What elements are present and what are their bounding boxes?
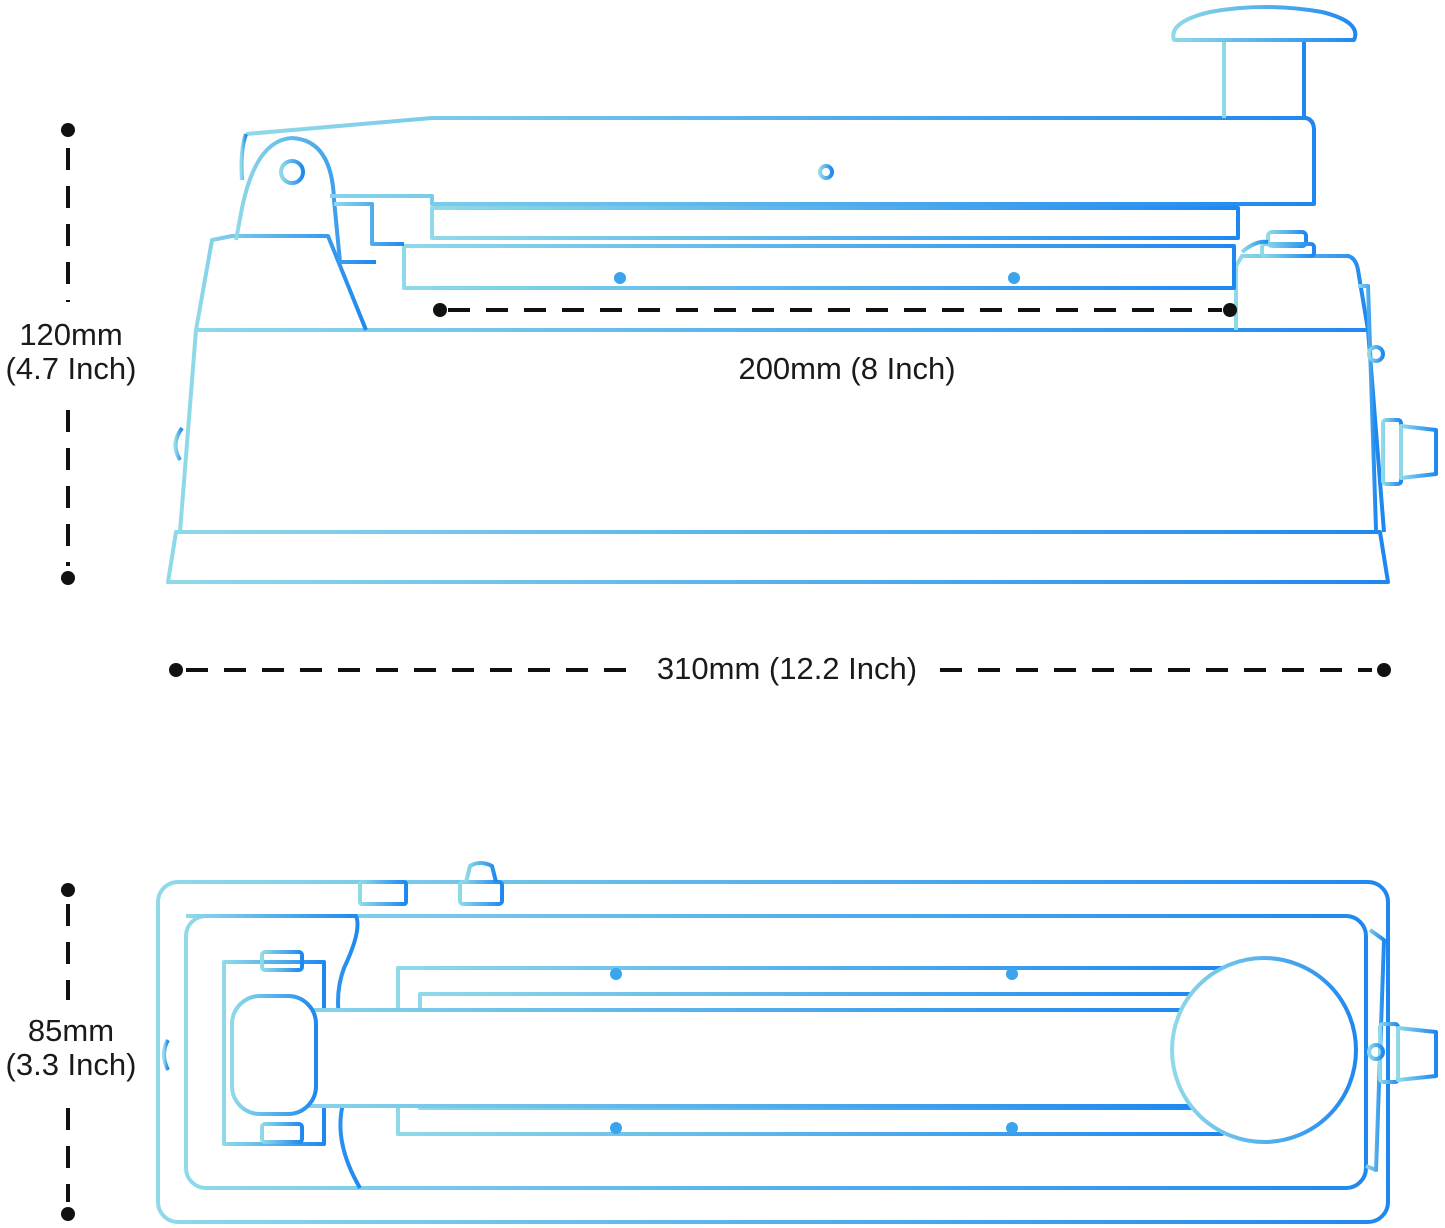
right-small-knob [1367,345,1385,363]
lower-sealing-bar [402,244,1236,290]
depth-imperial: (3.3 Inch) [5,1047,137,1082]
handle-knob-top [1171,5,1358,42]
depth-dimension-label: 85mm (3.3 Inch) [0,1014,142,1082]
depth-metric: 85mm [27,1013,115,1048]
latch-button-top [458,861,504,906]
upper-arm [245,116,1316,206]
right-housing [1234,254,1370,331]
arm-top [230,1007,1196,1108]
switch-block-top [358,880,408,906]
height-metric: 120mm [19,317,123,352]
latch-button-side [1240,230,1316,258]
dimension-endpoints [61,123,1391,1221]
hinge-lug [234,136,376,264]
hinge-pin-hole [279,159,305,185]
hinge-tower [194,234,368,331]
jaw-rivet-left [614,272,626,284]
body-outline-top [184,914,1368,1190]
timer-dial-top [1367,1022,1438,1084]
seal-length-label: 200mm (8 Inch) [738,351,956,386]
height-dimension-label: 120mm (4.7 Inch) [0,318,142,386]
base-foot [166,530,1390,584]
height-imperial: (4.7 Inch) [5,351,137,386]
width-dimension-label: 310mm (12.2 Inch) [638,652,936,686]
arm-bracket [334,202,404,246]
main-body [178,328,1386,533]
left-bump-top [162,1039,170,1071]
side-view [166,5,1438,584]
handle-stem [1222,40,1306,118]
arm-hinge-cap [239,133,248,181]
arm-screw [818,164,834,180]
right-side-panel [1358,284,1378,531]
left-bump [173,426,184,462]
base-outline-top [156,880,1390,1224]
dimension-lines [66,148,1372,1202]
timer-dial-side [1381,418,1438,486]
upper-sealing-bar [430,206,1240,240]
handle-knob-top-view [1170,956,1358,1144]
top-view [156,861,1438,1224]
jaw-rivet-right [1008,272,1020,284]
